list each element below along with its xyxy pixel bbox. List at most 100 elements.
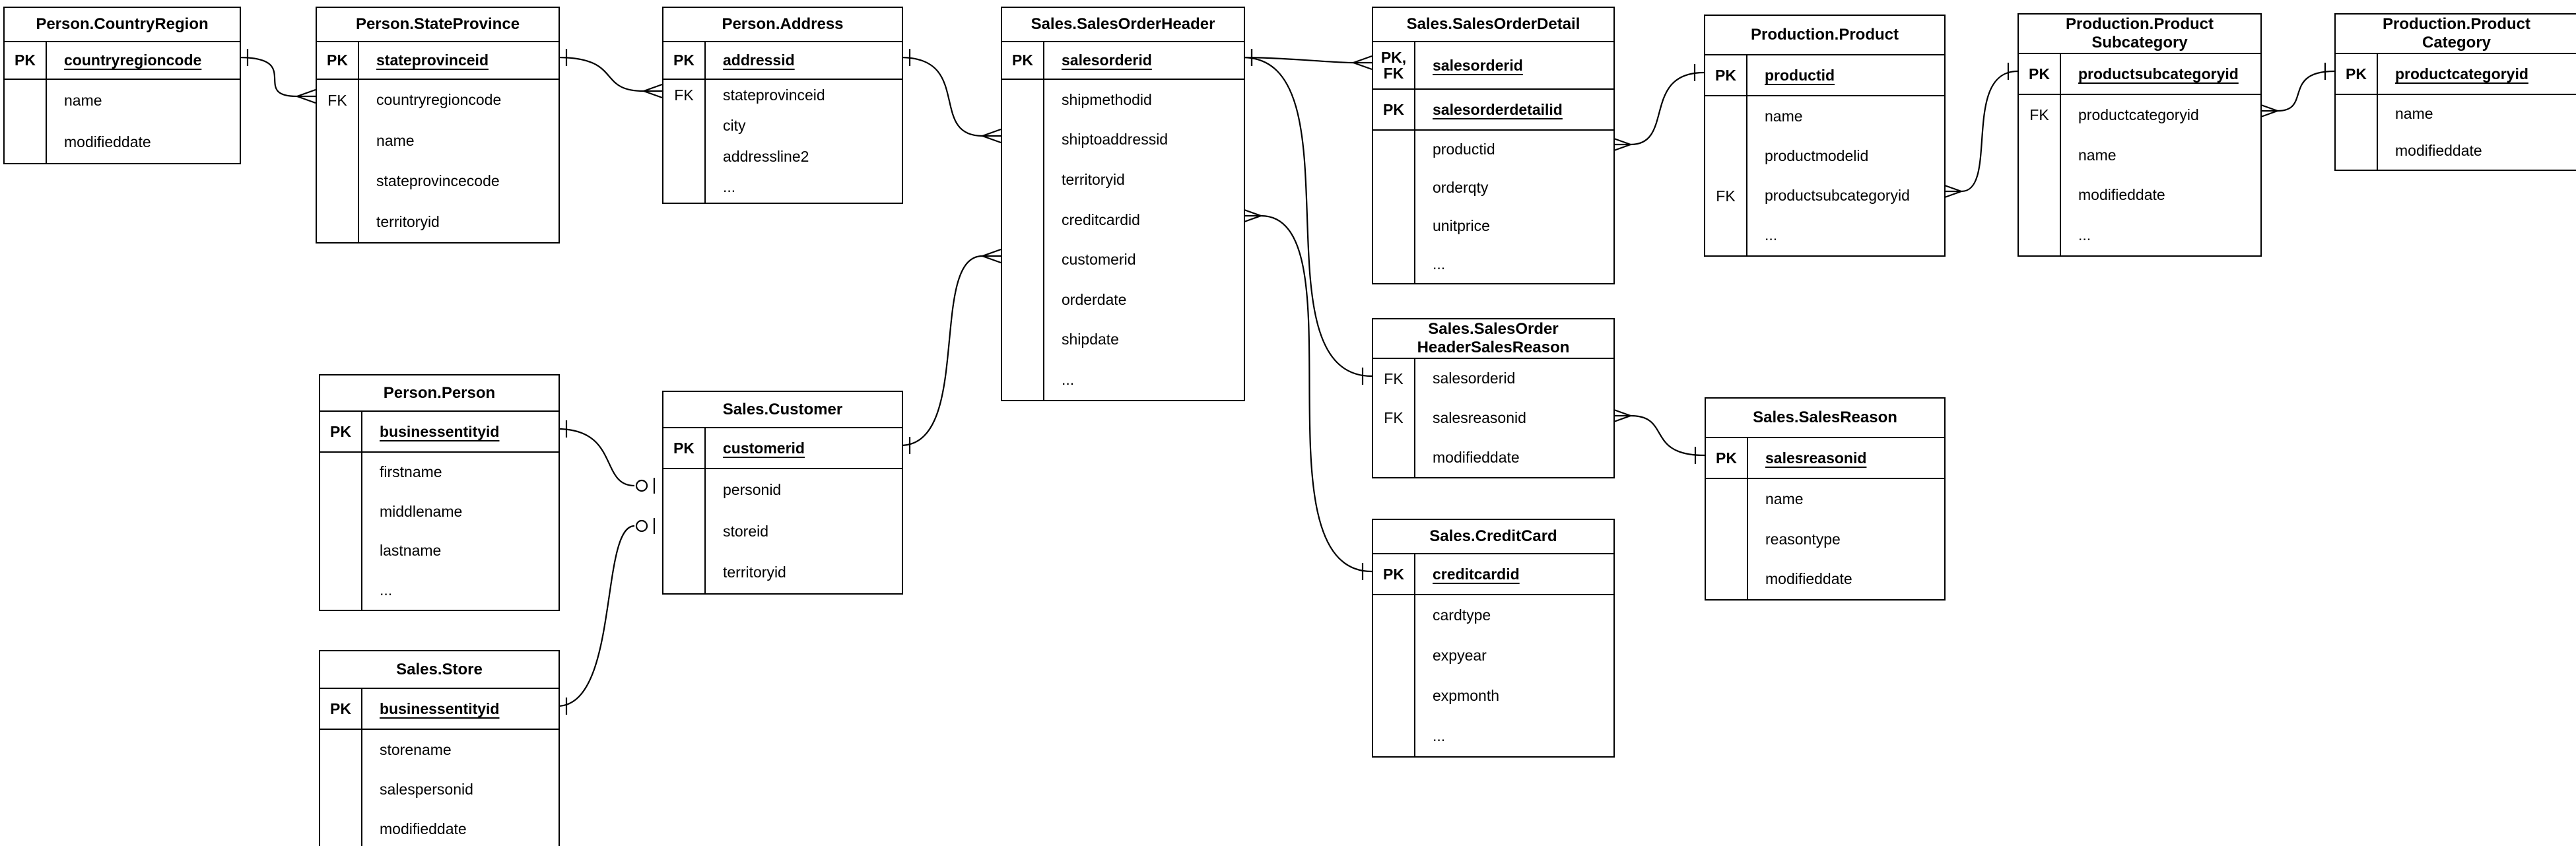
field-name: ... (2078, 226, 2091, 244)
field-name: productcategoryid (2395, 65, 2528, 82)
entity-title: Sales.CreditCard (1373, 520, 1613, 554)
entity-row: modifieddate (2336, 132, 2576, 170)
field-name: ... (1433, 727, 1446, 744)
entity-row: name (2336, 95, 2576, 133)
field-name: orderdate (1062, 290, 1127, 308)
key-label: PK (320, 412, 362, 451)
key-label: FK (1705, 176, 1747, 216)
key-label (317, 201, 359, 242)
relationship-countryregion-stateprovince[interactable] (238, 49, 316, 104)
field-name: productcategoryid (2078, 106, 2199, 123)
entity-row: ... (663, 172, 902, 203)
field-name: salespersonid (380, 780, 473, 798)
relationship-stateprovince-address[interactable] (557, 49, 663, 99)
entity-row: stateprovincecode (317, 161, 559, 202)
relationship-customer-salesorderheader[interactable] (900, 248, 1001, 454)
entity-row: customerid (1002, 240, 1244, 280)
relationship-store-customer[interactable] (557, 518, 656, 715)
entity-row: name (5, 80, 240, 121)
entity-row: middlename (320, 492, 559, 531)
key-label (2336, 132, 2378, 170)
relationship-salesorderheader-salesorderdetail[interactable] (1242, 49, 1373, 71)
key-label (663, 172, 706, 203)
key-label (320, 769, 362, 810)
relationship-salesreason-salesorderheadersalesreason[interactable] (1611, 408, 1705, 464)
entity-row: modifieddate (1373, 438, 1613, 478)
entity-row: name (1705, 96, 1944, 137)
entity-row: salespersonid (320, 769, 559, 810)
entity-row: territoryid (1002, 160, 1244, 200)
field-name: salesreasonid (1765, 449, 1867, 467)
key-label (1002, 80, 1044, 120)
entity-row: modifieddate (2019, 175, 2260, 216)
relationship-address-salesorderheader[interactable] (900, 49, 1001, 144)
entity-title: Production.Product (1705, 16, 1944, 55)
relationship-person-customer[interactable] (557, 420, 656, 494)
key-label (320, 492, 362, 531)
field-name: orderqty (1433, 179, 1489, 197)
field-name: businessentityid (380, 700, 500, 717)
field-name: productsubcategoryid (2078, 65, 2239, 82)
entity-title: Person.StateProvince (317, 8, 559, 42)
key-label (320, 730, 362, 770)
entity-row: modifieddate (5, 121, 240, 163)
key-label (1002, 319, 1044, 360)
field-name: storename (380, 740, 452, 758)
field-name: productsubcategoryid (1765, 187, 1910, 205)
entity-row: ... (1705, 215, 1944, 255)
field-name: salesorderid (1433, 56, 1523, 74)
entity-row: name (1706, 479, 1944, 519)
entity-row: ... (1002, 360, 1244, 400)
field-name: ... (1062, 370, 1075, 388)
key-label (2019, 215, 2061, 255)
entity-title: Sales.Customer (663, 392, 902, 428)
key-label (1706, 559, 1748, 600)
key-label (320, 809, 362, 846)
relationship-creditcard-salesorderheader[interactable] (1242, 208, 1373, 580)
field-name: salesorderid (1062, 51, 1152, 69)
field-name: countryregioncode (376, 91, 502, 109)
field-name: salesreasonid (1433, 409, 1526, 427)
relationship-productcategory-productsubcategory[interactable] (2258, 63, 2335, 119)
field-name: ... (723, 178, 736, 196)
relationship-salesorderheader-salesorderheadersalesreason[interactable] (1242, 49, 1373, 385)
key-label: PK (1705, 55, 1747, 95)
key-label (1002, 160, 1044, 200)
key-label (663, 510, 706, 552)
entity-row: shipdate (1002, 319, 1244, 360)
relationship-product-salesorderdetail[interactable] (1611, 64, 1705, 152)
relationship-productsubcategory-product[interactable] (1942, 63, 2018, 199)
key-label (320, 453, 362, 492)
